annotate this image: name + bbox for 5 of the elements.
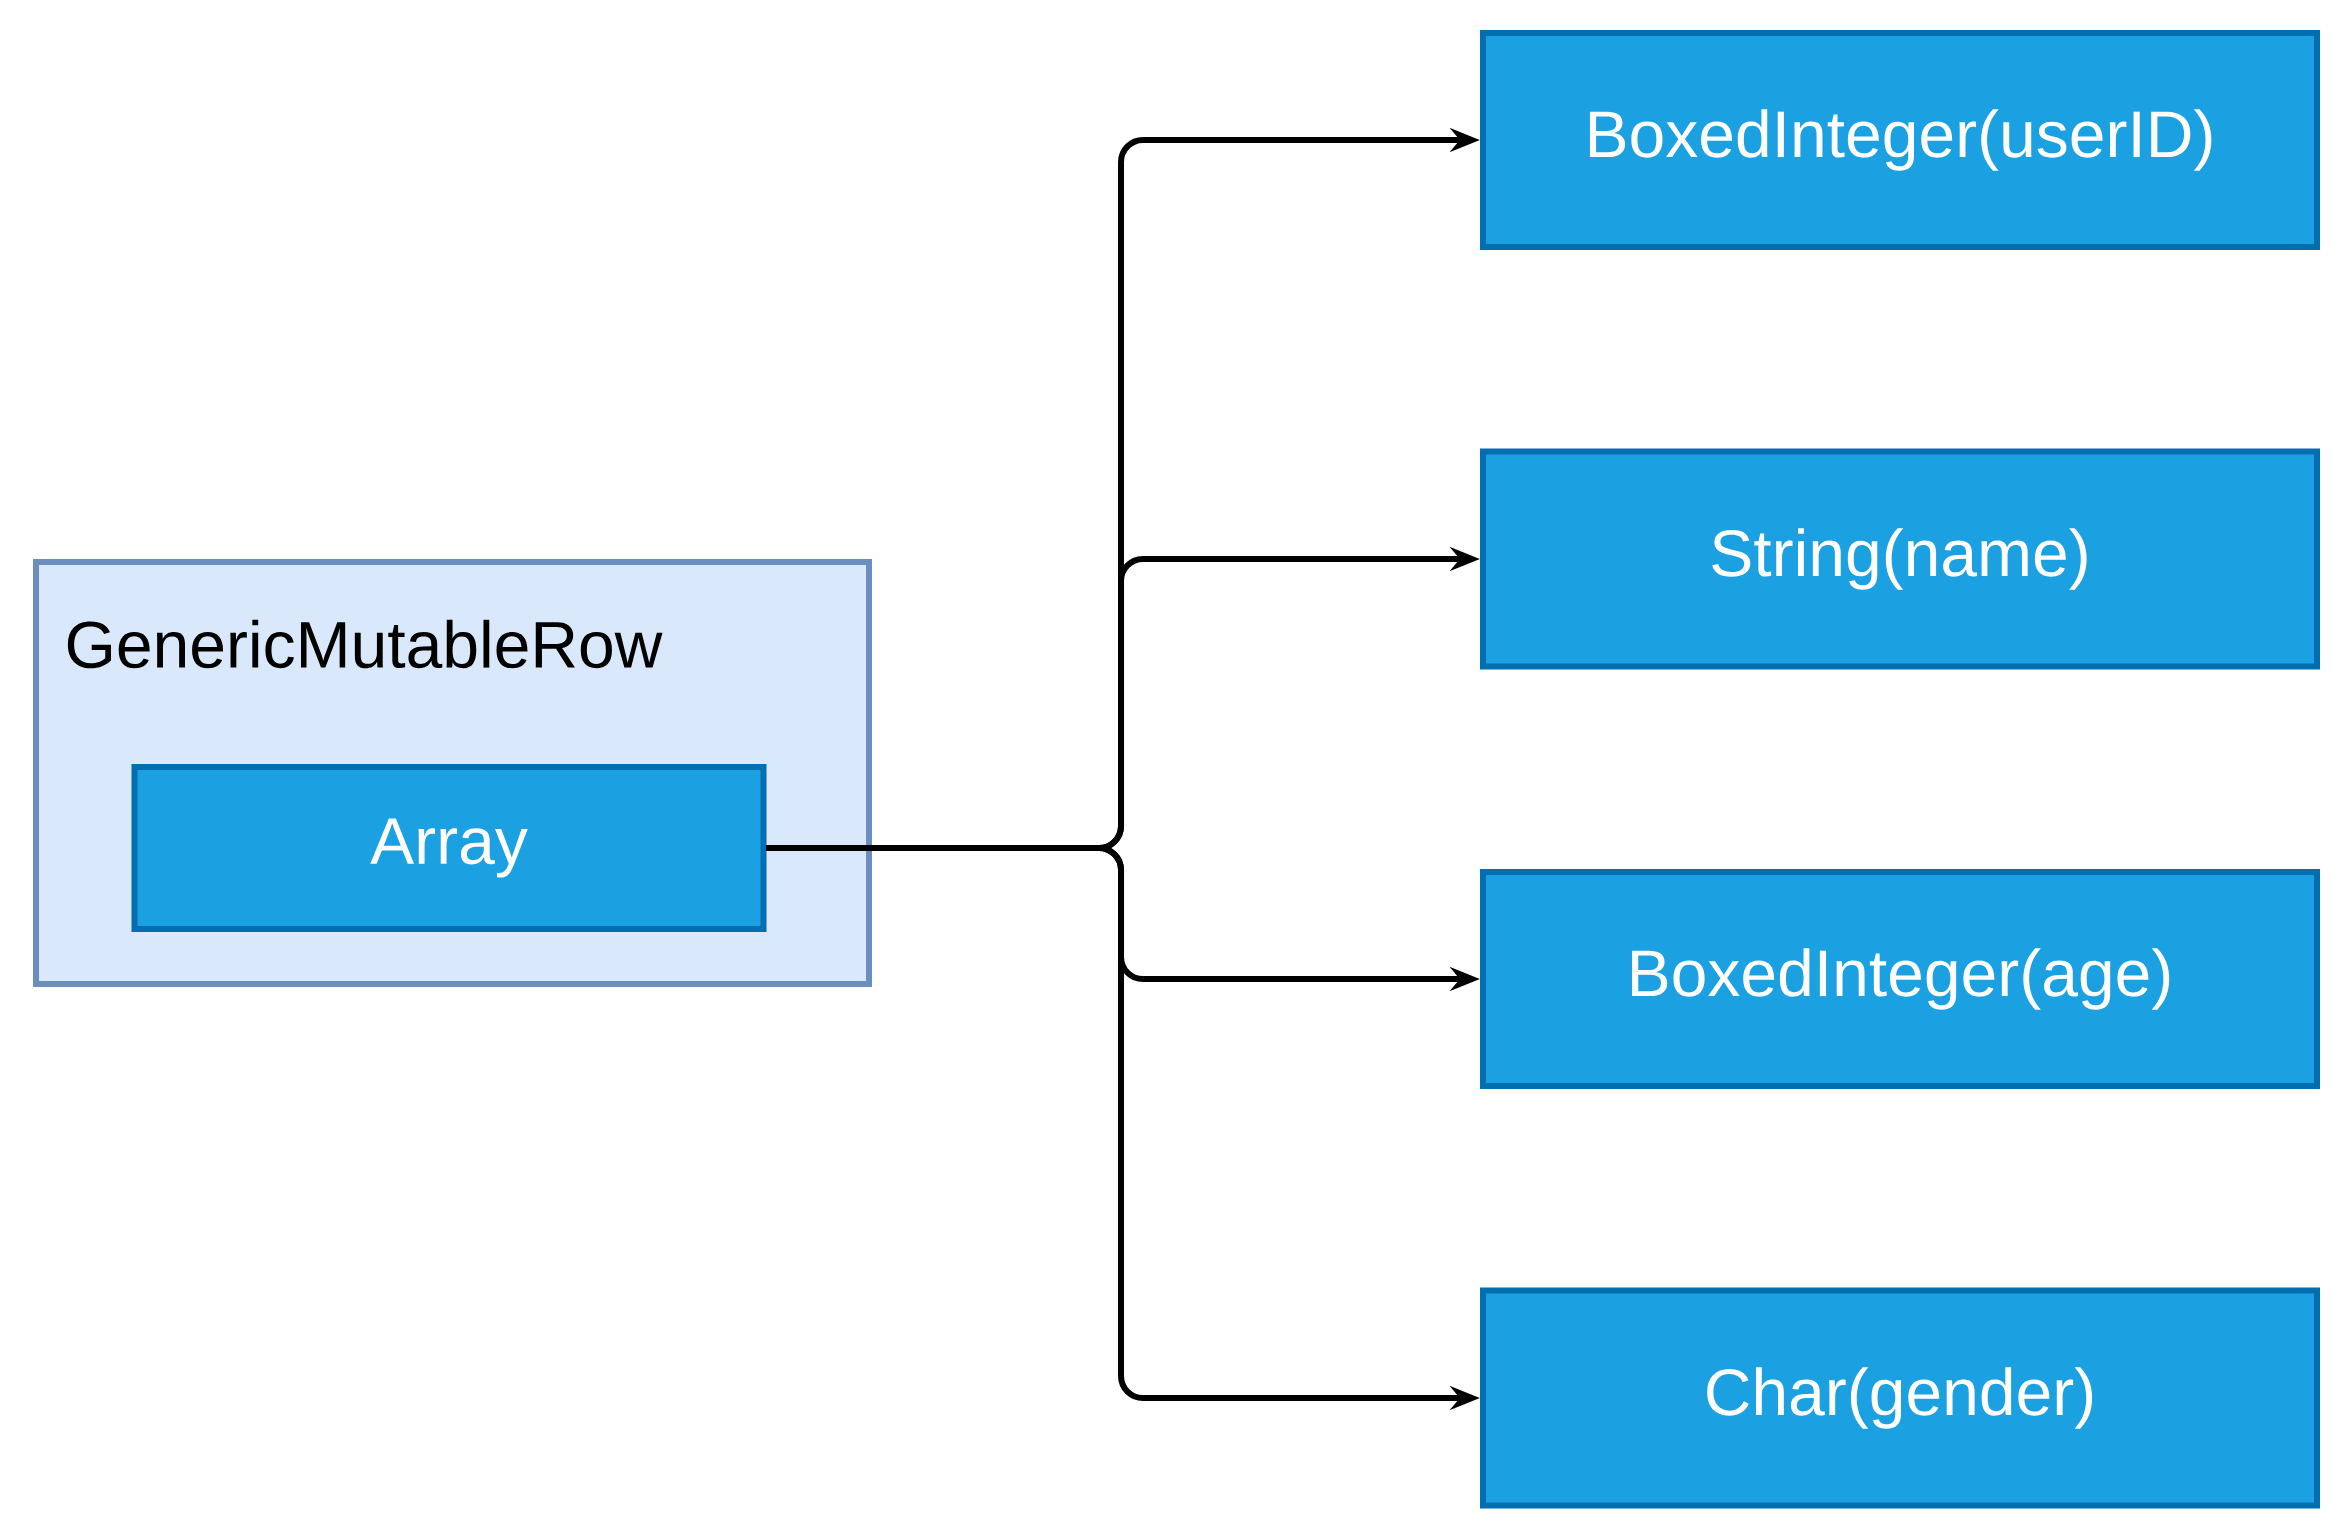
array-box: Array — [131, 764, 767, 932]
type-box: String(name) — [1480, 448, 2321, 670]
type-box: BoxedInteger(userID) — [1480, 30, 2321, 250]
type-box: BoxedInteger(age) — [1480, 869, 2321, 1089]
type-box: Char(gender) — [1480, 1287, 2321, 1509]
